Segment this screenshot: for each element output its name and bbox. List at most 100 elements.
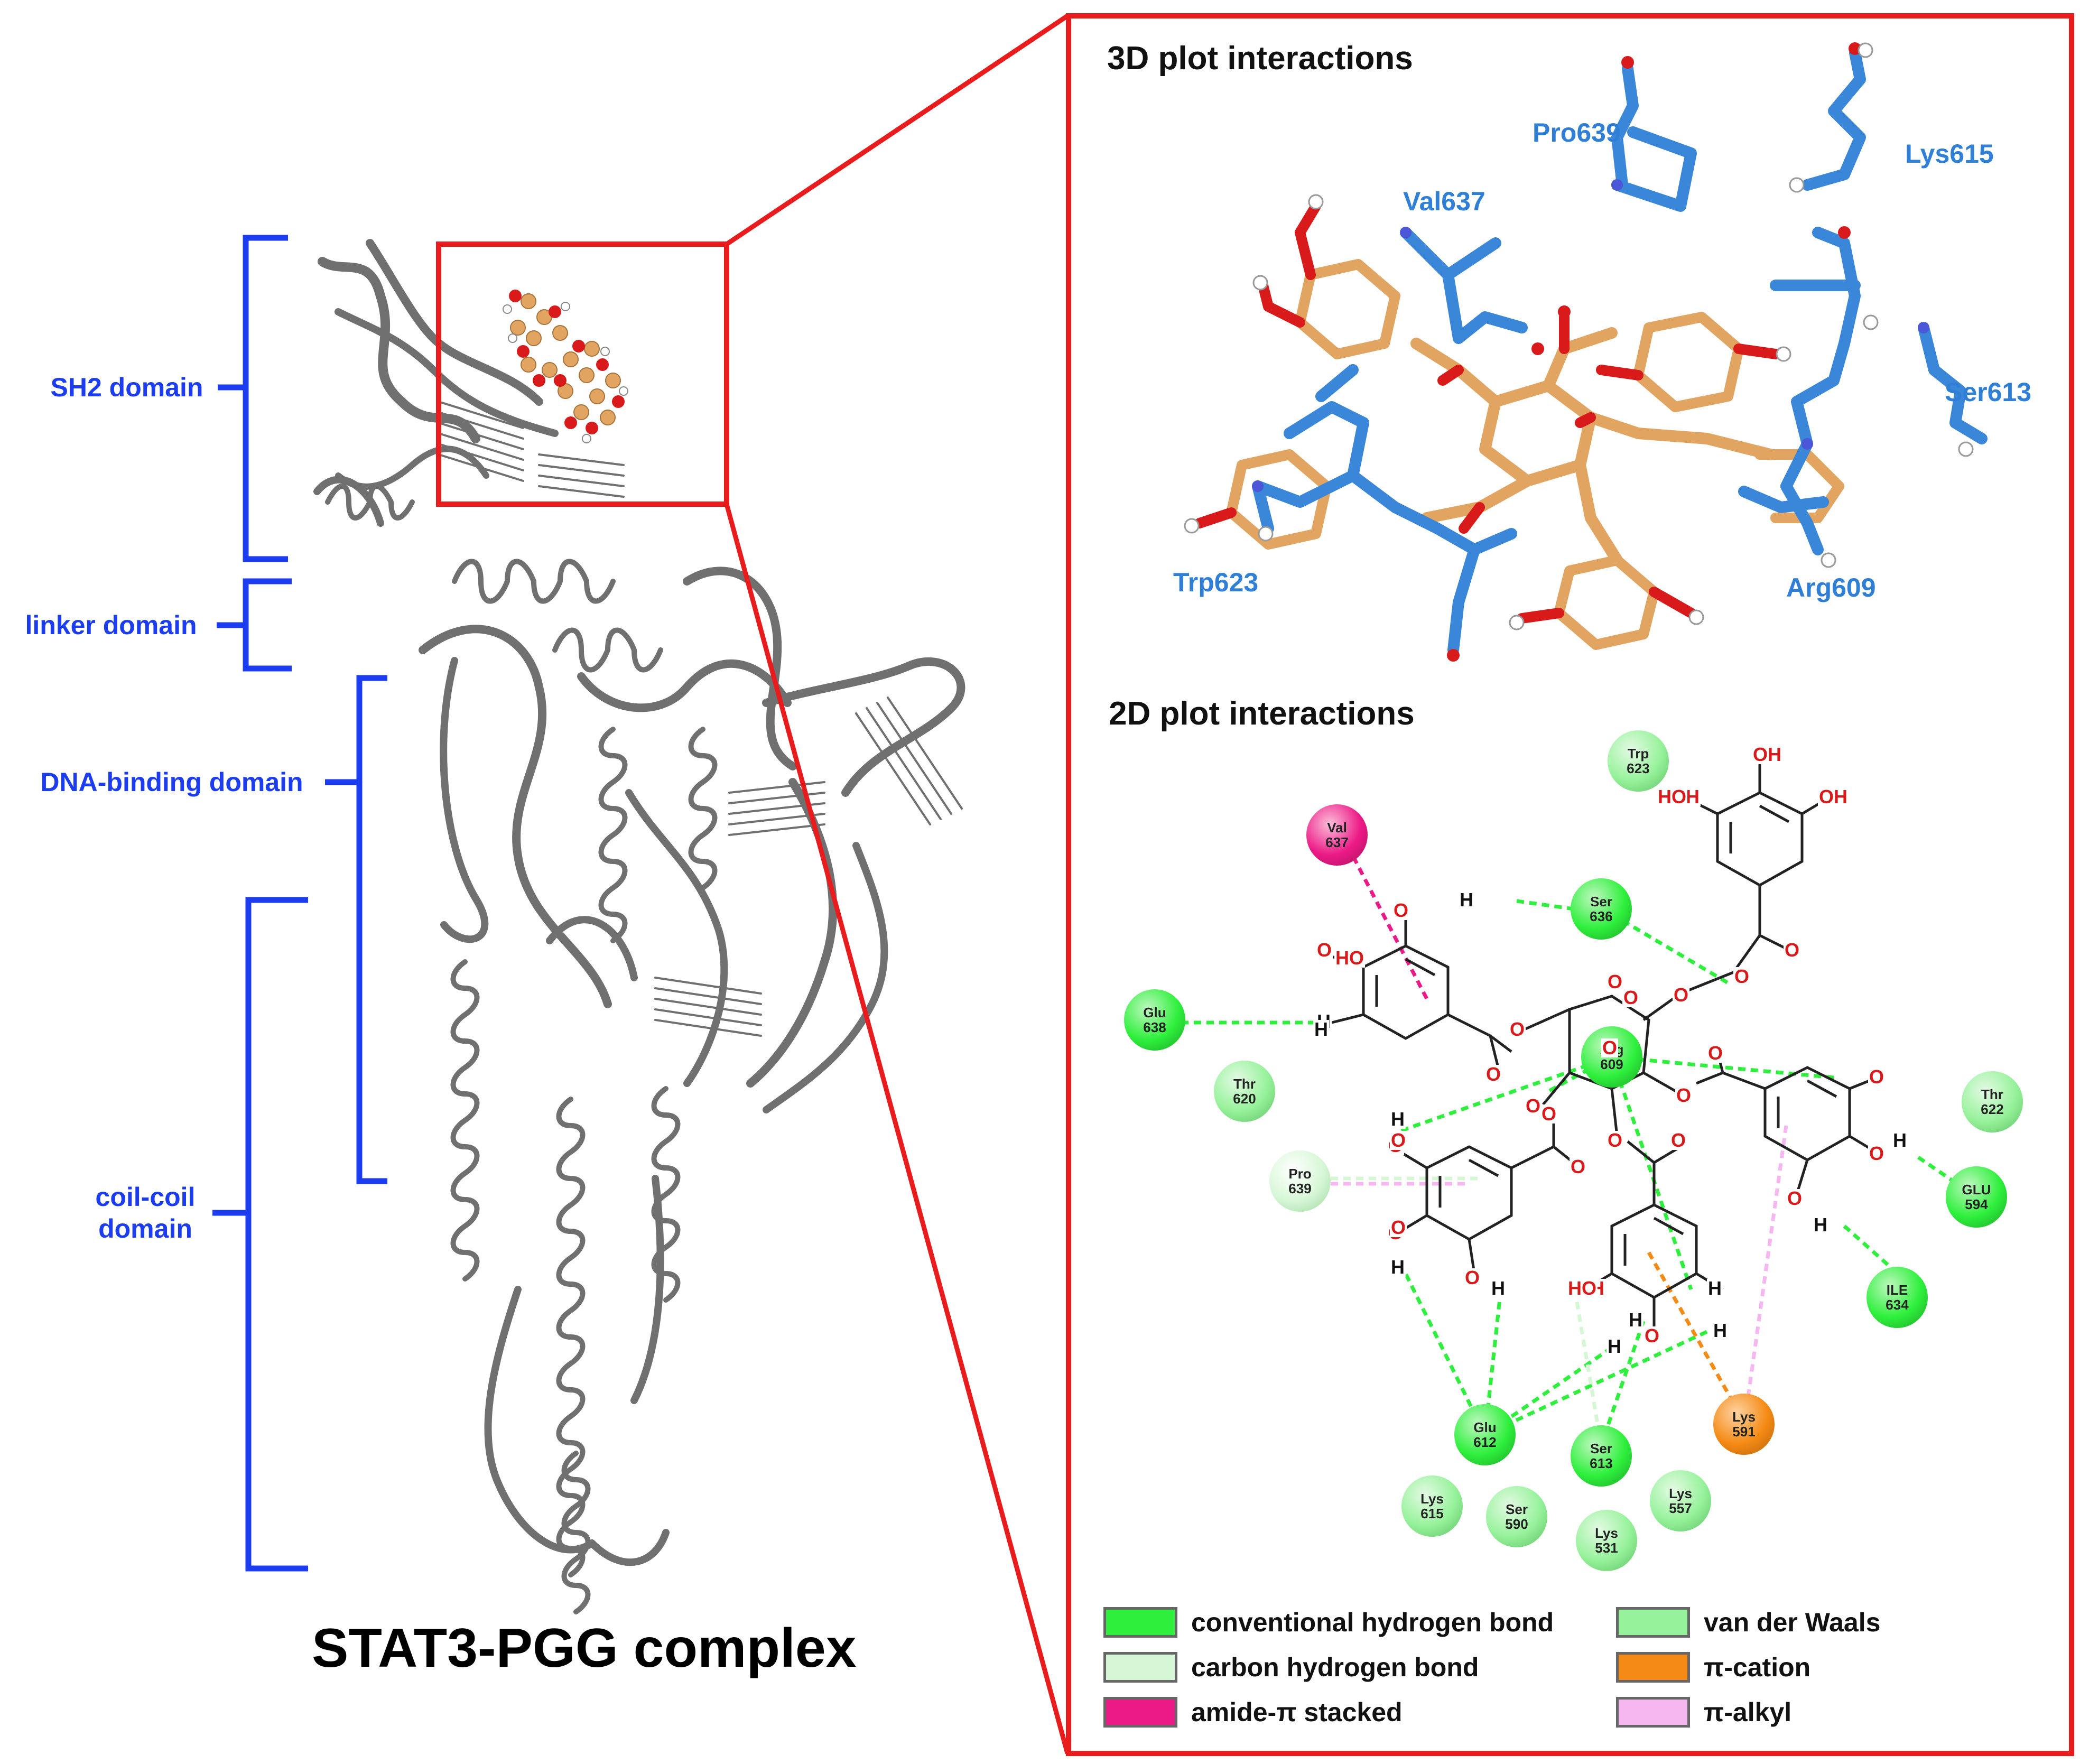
residue-name: Trp — [1627, 746, 1649, 762]
legend-item: conventional hydrogen bond — [1103, 1604, 1554, 1641]
legend-item: amide-π stacked — [1103, 1694, 1403, 1731]
atom-label: O — [1525, 1095, 1542, 1117]
protein-ribbon — [313, 239, 965, 1614]
domain-brackets — [212, 235, 387, 1572]
residue-number: 639 — [1288, 1181, 1312, 1196]
residue-number: 637 — [1325, 834, 1349, 850]
legend-item: van der Waals — [1616, 1604, 1880, 1641]
residue-number: 615 — [1420, 1506, 1444, 1521]
legend-swatch — [1103, 1697, 1177, 1728]
atom-label: O — [1643, 1325, 1661, 1347]
residue-number: 636 — [1590, 908, 1613, 924]
legend-item: π-alkyl — [1616, 1694, 1791, 1731]
atom-label: O — [1570, 1156, 1587, 1177]
atom-label: O — [1392, 899, 1410, 921]
atom-label: O — [1464, 1267, 1481, 1288]
atom-label: OH — [1818, 786, 1849, 807]
residue-name: ILE — [1886, 1282, 1908, 1298]
atom-label: OH — [1752, 744, 1782, 765]
domain-label-coil-coil: coil-coil domain — [95, 1182, 196, 1243]
atom-label: O — [1675, 1084, 1693, 1106]
residue-number: 594 — [1965, 1196, 1988, 1212]
atom-label: O — [1622, 987, 1640, 1008]
legend-swatch — [1103, 1607, 1177, 1638]
residue-name: Val — [1327, 820, 1347, 835]
legend-label: π-alkyl — [1704, 1697, 1792, 1727]
atom-label: O — [1607, 971, 1624, 992]
atom-label: O — [1670, 1129, 1687, 1151]
atom-label: O — [1316, 939, 1333, 961]
residue-name: Lys — [1420, 1491, 1444, 1507]
residue-number: 623 — [1627, 760, 1650, 776]
domain-label-linker: linker domain — [25, 610, 197, 640]
residue-number: 531 — [1595, 1540, 1618, 1556]
atom-label: O — [1868, 1066, 1886, 1088]
atom-label: H — [1712, 1320, 1728, 1341]
atom-label: O — [1540, 1103, 1558, 1125]
detail-panel-frame — [1066, 13, 2074, 1756]
atom-label: H — [1390, 1108, 1406, 1130]
residue-name: Thr — [1233, 1076, 1256, 1092]
residue-name: Ser — [1506, 1501, 1528, 1517]
atom-label: H — [1313, 1018, 1329, 1040]
legend-label: carbon hydrogen bond — [1191, 1652, 1479, 1682]
atom-label: O — [1509, 1018, 1526, 1040]
zoom-box — [436, 242, 729, 507]
residue-name: Ser — [1590, 894, 1612, 909]
residue-label-pro639: Pro639 — [1533, 118, 1621, 147]
residue-number: 591 — [1732, 1424, 1756, 1440]
residue-name: Lys — [1732, 1409, 1756, 1425]
legend-swatch — [1103, 1652, 1177, 1683]
atom-label: O — [1707, 1042, 1724, 1064]
atom-label: O — [1485, 1063, 1502, 1085]
legend-label: amide-π stacked — [1191, 1697, 1403, 1727]
residue-number: 609 — [1600, 1056, 1623, 1072]
domain-label-sh2: SH2 domain — [50, 373, 203, 402]
figure-title: STAT3-PGG complex — [312, 1618, 857, 1679]
atom-label: HO — [1334, 947, 1365, 969]
atom-label: H — [1390, 1256, 1406, 1278]
residue-number: 622 — [1981, 1101, 2004, 1117]
dna-binding-bracket — [356, 675, 387, 1184]
legend-item: carbon hydrogen bond — [1103, 1649, 1479, 1686]
residue-number: 620 — [1233, 1091, 1256, 1107]
residue-number: 634 — [1886, 1297, 1909, 1313]
residue-name: Glu — [1143, 1005, 1166, 1020]
legend-label: van der Waals — [1704, 1608, 1881, 1637]
atom-label: O — [1390, 1129, 1407, 1151]
residue-number: 613 — [1590, 1455, 1613, 1471]
zoom-connector-top — [725, 14, 1069, 246]
legend-item: π-cation — [1616, 1649, 1810, 1686]
residue-label-lys615: Lys615 — [1905, 139, 1994, 169]
residue-name: Ser — [1590, 1441, 1612, 1456]
residue-label-trp623: Trp623 — [1173, 568, 1259, 597]
atom-label: O — [1607, 1129, 1624, 1151]
atom-label: H — [1813, 1214, 1828, 1236]
residue-name: Lys — [1595, 1525, 1618, 1541]
residue-label-arg609: Arg609 — [1786, 573, 1876, 602]
legend-label: conventional hydrogen bond — [1191, 1608, 1554, 1637]
legend-swatch — [1616, 1697, 1690, 1728]
atom-label: H — [1892, 1129, 1908, 1151]
residue-name: GLU — [1962, 1182, 1991, 1197]
atom-label: O — [1601, 1037, 1619, 1059]
panel-2d-title: 2D plot interactions — [1109, 695, 1415, 732]
coil-coil-bracket — [245, 897, 308, 1572]
domain-label-dna-binding: DNA-binding domain — [40, 767, 303, 797]
sh2-bracket — [243, 235, 288, 562]
atom-label: O — [1673, 984, 1690, 1006]
residue-number: 557 — [1669, 1500, 1692, 1516]
